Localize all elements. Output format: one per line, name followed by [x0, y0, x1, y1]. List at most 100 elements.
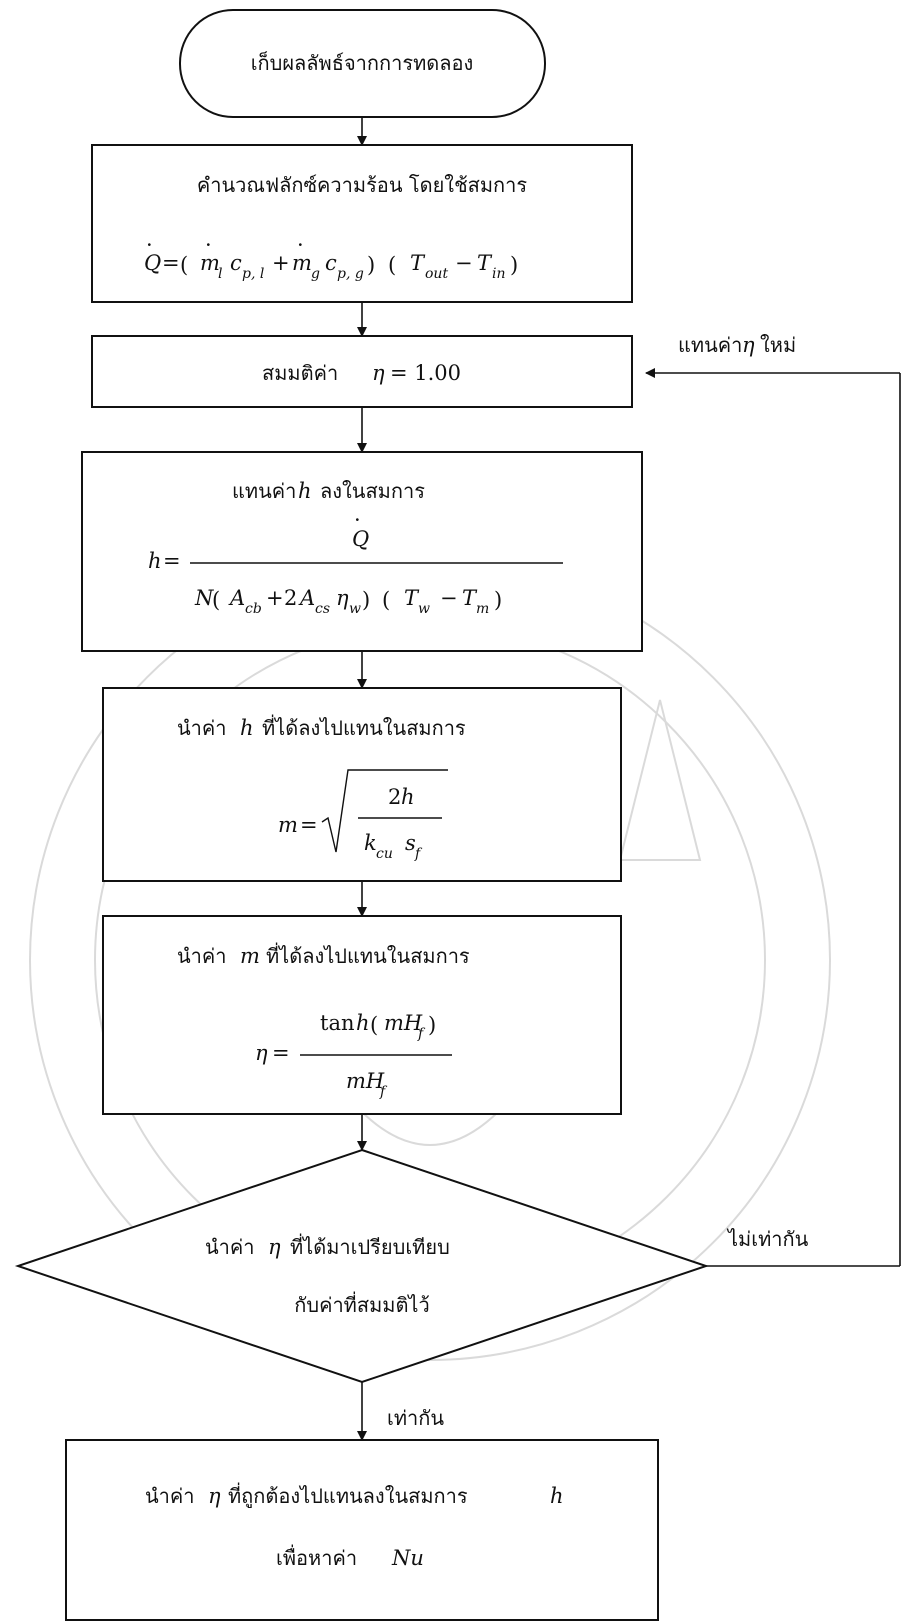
process-step5: นำค่า m ที่ได้ลงไปแทนในสมการ η = tan h (… [102, 915, 622, 1115]
svg-text:(: ( [388, 253, 396, 277]
svg-text:): ) [510, 253, 518, 277]
svg-text:−: − [455, 251, 473, 275]
svg-text:A: A [298, 586, 315, 610]
process-step4: นำค่า h ที่ได้ลงไปแทนในสมการ m = 2 h k c… [102, 687, 622, 882]
svg-text:): ) [494, 588, 502, 612]
svg-text:=: = [163, 549, 181, 573]
svg-text:c: c [325, 251, 337, 275]
step1-label: คำนวณฟลักซ์ความร้อน โดยใช้สมการ [197, 173, 527, 197]
svg-text:cs: cs [315, 601, 330, 617]
svg-text:·: · [205, 233, 212, 257]
svg-text:f: f [379, 1084, 388, 1100]
heat-flux-equation: Q · = ( m · l c p, l + m · g c p, g ) ( … [144, 233, 518, 282]
svg-text:mH: mH [346, 1069, 385, 1093]
step2-label: สมมติค่า [262, 361, 338, 385]
svg-text:=: = [272, 1041, 290, 1065]
svg-text:f: f [417, 1026, 426, 1042]
svg-text:m: m [278, 813, 298, 837]
svg-text:=: = [300, 813, 318, 837]
svg-text:=: = [162, 251, 180, 275]
svg-text:out: out [425, 266, 448, 282]
svg-text:g: g [311, 266, 320, 282]
m-equation: m = 2 h k cu s f [278, 769, 448, 862]
final-line1-mid: ที่ถูกต้องไปแทนลงในสมการ [228, 1482, 468, 1509]
svg-text:): ) [367, 253, 375, 277]
step4-label-prefix: นำค่า [177, 716, 227, 740]
svg-text:·: · [354, 508, 361, 532]
step3-label-var: h [298, 479, 312, 503]
svg-text:): ) [428, 1013, 436, 1037]
step2-eta: η [372, 361, 385, 385]
step3-label-suffix: ลงในสมการ [320, 479, 425, 503]
svg-text:(: ( [382, 588, 390, 612]
loop-label-suffix: ใหม่ [760, 333, 796, 357]
svg-text:N: N [194, 586, 214, 610]
decision-line1-suffix: ที่ได้มาเปรียบเทียบ [290, 1233, 450, 1259]
svg-text:+: + [266, 586, 284, 610]
start-terminator: เก็บผลลัพธ์จากการทดลอง [179, 9, 546, 118]
decision-diamond: นำค่า η ที่ได้มาเปรียบเทียบ กับค่าที่สมม… [14, 1148, 710, 1384]
svg-text:h: h [401, 785, 415, 809]
decision-line2: กับค่าที่สมมติไว้ [294, 1291, 429, 1317]
loop-label-prefix: แทนค่า [678, 333, 742, 357]
final-line2-prefix: เพื่อหาค่า [276, 1544, 357, 1570]
step5-label-var: m [240, 944, 260, 968]
svg-text:(: ( [370, 1013, 378, 1037]
svg-text:f: f [414, 846, 423, 862]
step4-label-var: h [240, 716, 254, 740]
step2-value: = 1.00 [390, 361, 461, 385]
svg-text:2: 2 [388, 785, 401, 809]
svg-text:k: k [364, 831, 377, 855]
svg-text:·: · [297, 233, 304, 257]
decision-line1-var: η [268, 1235, 281, 1259]
step3-label-prefix: แทนค่า [232, 479, 296, 503]
svg-text:m: m [200, 251, 220, 275]
svg-text:cu: cu [376, 846, 393, 862]
svg-text:m: m [476, 601, 489, 617]
svg-text:Q: Q [352, 527, 369, 551]
svg-text:(: ( [212, 588, 220, 612]
loop-label-var: η [742, 333, 755, 357]
svg-text:2: 2 [284, 586, 297, 610]
svg-text:h: h [148, 549, 162, 573]
svg-text:cb: cb [245, 601, 262, 617]
process-step1: คำนวณฟลักซ์ความร้อน โดยใช้สมการ Q · = ( … [91, 144, 633, 303]
svg-text:+: + [272, 251, 290, 275]
svg-text:p, l: p, l [242, 266, 264, 282]
svg-text:(: ( [180, 253, 188, 277]
svg-text:η: η [336, 586, 349, 610]
process-step3: แทนค่า h ลงในสมการ h = Q · N ( A cb + 2 … [81, 451, 643, 652]
svg-text:−: − [440, 586, 458, 610]
start-label: เก็บผลลัพธ์จากการทดลอง [251, 50, 474, 75]
svg-text:p, g: p, g [337, 266, 364, 282]
svg-text:T: T [404, 586, 420, 610]
step5-label-suffix: ที่ได้ลงไปแทนในสมการ [266, 942, 470, 968]
svg-text:Q: Q [144, 251, 161, 275]
eta-equation: η = tan h ( mH f ) mH f [255, 1011, 452, 1100]
svg-text:c: c [230, 251, 242, 275]
connectors [357, 117, 901, 1441]
loop-label: แทนค่า η ใหม่ [678, 333, 796, 357]
process-final: นำค่า η ที่ถูกต้องไปแทนลงในสมการ h เพื่อ… [65, 1439, 659, 1621]
final-line1-var2: h [550, 1484, 564, 1508]
svg-text:tan: tan [320, 1011, 354, 1035]
svg-text:T: T [477, 251, 493, 275]
final-line1-var: η [208, 1484, 221, 1508]
svg-text:m: m [292, 251, 312, 275]
svg-text:in: in [492, 266, 506, 282]
svg-text:w: w [349, 601, 361, 617]
process-step2: สมมติค่า η = 1.00 [91, 335, 633, 408]
svg-text:T: T [462, 586, 478, 610]
final-line1-prefix: นำค่า [145, 1484, 195, 1508]
svg-text:l: l [218, 266, 222, 282]
svg-text:s: s [405, 831, 416, 855]
decision-line1-prefix: นำค่า [205, 1235, 255, 1259]
svg-text:h: h [356, 1011, 370, 1035]
svg-text:A: A [228, 586, 245, 610]
svg-text:): ) [362, 588, 370, 612]
decision-no-label: ไม่เท่ากัน [726, 1227, 809, 1251]
step5-label-prefix: นำค่า [177, 944, 227, 968]
final-line2-var: Nu [391, 1546, 424, 1570]
step4-label-suffix: ที่ได้ลงไปแทนในสมการ [262, 714, 466, 740]
